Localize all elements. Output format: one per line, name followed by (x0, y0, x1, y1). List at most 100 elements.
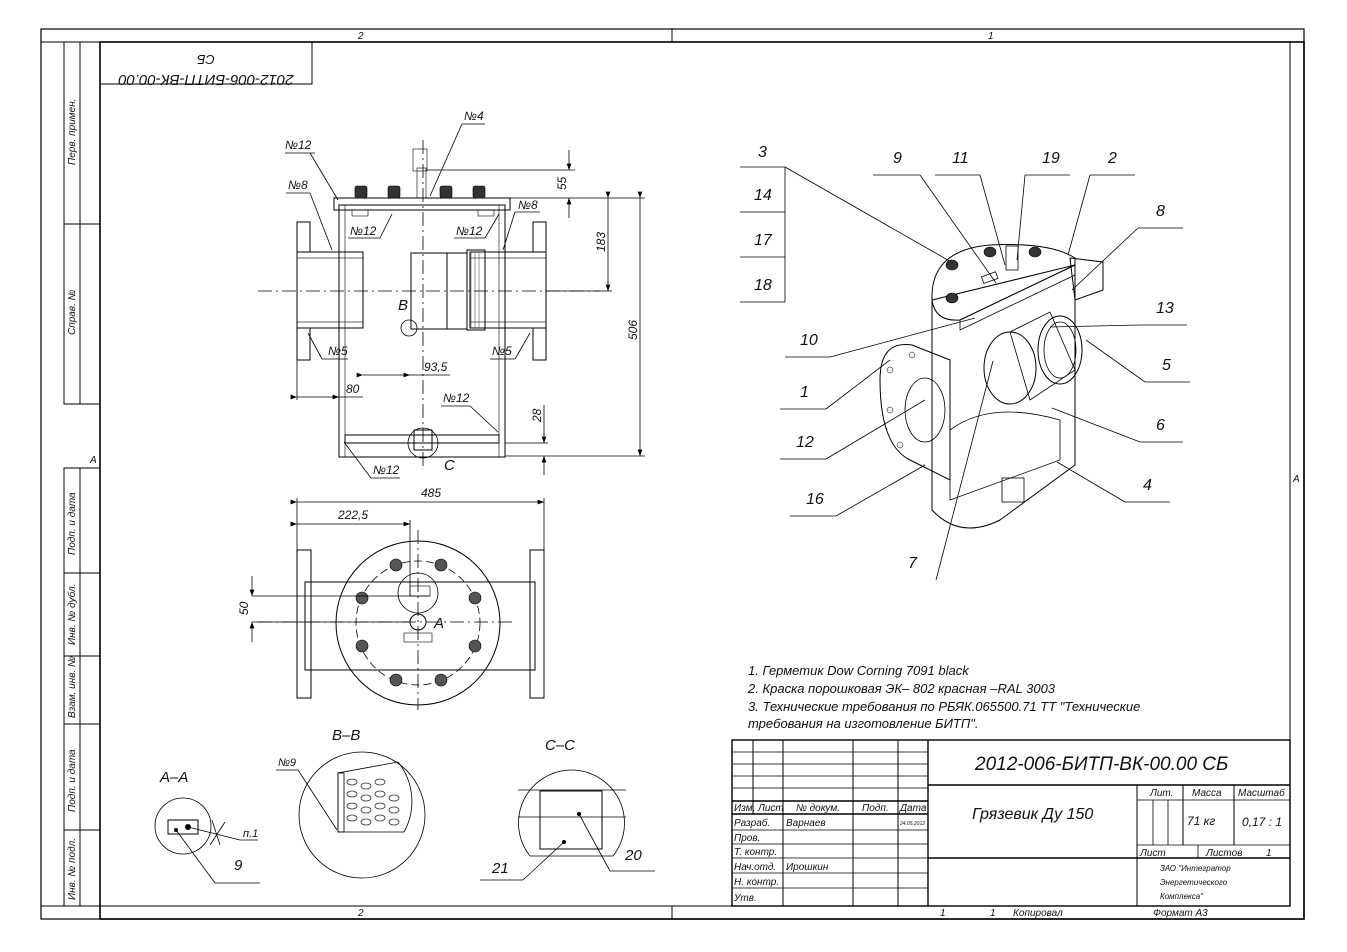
pos-17: 17 (754, 232, 773, 249)
detail-aa-title: A–A (159, 769, 188, 786)
leader-no4: №4 (464, 109, 484, 123)
hdr-sign: Подп. (862, 803, 889, 814)
iso-positions-table: 3 14 17 18 (740, 144, 954, 303)
mass-value: 71 кг (1187, 814, 1215, 828)
detail-bb: B–B №9 (276, 727, 426, 879)
role-t-kontr: Т. контр. (734, 847, 777, 858)
scale-value: 0,17 : 1 (1242, 815, 1282, 829)
left-flange-top (296, 221, 311, 253)
detail-aa: A–A п.1 9 (154, 769, 260, 884)
top-view: 485 222,5 50 A (237, 486, 545, 710)
front-dimensions: 55 183 506 93,5 80 28 (290, 150, 645, 475)
role-utv: Утв. (733, 893, 757, 904)
zone-top-right: 1 (988, 31, 994, 42)
stamp-inv-podl: Инв. № подл. (67, 838, 78, 900)
callout-6: 6 (1156, 417, 1165, 434)
stamp-vzam-inv: Взам. инв. № (67, 656, 78, 718)
zone-left: A (89, 455, 97, 466)
sheets-label: Листов (1205, 848, 1242, 859)
doc-code: 2012-006-БИТП-ВК-00.00 СБ (974, 754, 1228, 775)
zone-bottom-left: 2 (357, 908, 364, 919)
front-leaders: №4 №12 №8 №12 №12 №8 №5 №5 №12 №12 (285, 109, 540, 479)
zone-top-left: 2 (357, 31, 364, 42)
pos-3: 3 (758, 144, 767, 161)
copied-label: Копировал (1013, 908, 1063, 919)
left-pipe (296, 251, 364, 329)
detail-bb-title: B–B (332, 727, 360, 744)
dim-506: 506 (626, 320, 640, 340)
section-mark-a: A (433, 615, 444, 632)
stamp-perv-primen: Перв. примен. (67, 99, 78, 165)
callout-9: 9 (893, 150, 902, 167)
stamp-podp-data-1: Подп. и дата (67, 492, 78, 555)
detail-bb-leader: №9 (278, 757, 296, 769)
zone-right: A (1292, 474, 1300, 485)
front-section-view: №4 №12 №8 №12 №12 №8 №5 №5 №12 №12 (258, 109, 645, 479)
iso-left-flange (879, 343, 951, 481)
callout-11: 11 (952, 150, 969, 167)
inner-frame (99, 41, 1305, 920)
detail-aa-note: п.1 (243, 828, 258, 840)
iso-callouts: 9 11 19 2 8 13 5 10 1 12 16 6 4 (780, 150, 1190, 581)
callout-19: 19 (1042, 150, 1060, 167)
role-n-kontr: Н. контр. (734, 877, 779, 888)
sheet-label: Лист (1139, 848, 1166, 859)
leader-no5-left: №5 (328, 344, 348, 358)
detail-cc-pos-20: 20 (624, 847, 642, 864)
stamp-inv-dubl: Инв. № дубл. (66, 584, 78, 646)
leader-no5-right: №5 (492, 344, 512, 358)
zone-bottom-right: 1 (940, 908, 946, 919)
right-flange-bottom (532, 327, 547, 361)
leader-no12-d: №12 (443, 391, 470, 405)
section-mark-b: B (398, 297, 408, 314)
callout-13: 13 (1156, 300, 1174, 317)
hdr-date: Дата (899, 803, 927, 814)
leader-no12-b: №12 (350, 224, 377, 238)
callout-7: 7 (908, 555, 918, 572)
dim-50: 50 (237, 601, 251, 615)
role-nach-otd: Нач.отд. (734, 862, 776, 873)
note-3: 3. Технические требования по РБЯК.065500… (748, 699, 1140, 714)
mirrored-code-box: 2012-006-БИТП-ВК-00.00 СБ (99, 41, 313, 88)
bottom-plate (344, 434, 500, 444)
role-razrab: Разраб. (734, 817, 770, 829)
dim-485: 485 (421, 486, 441, 500)
leader-no8-left: №8 (288, 178, 308, 192)
section-mark-c: C (444, 457, 455, 474)
leader-no12-c: №12 (456, 224, 483, 238)
callout-2: 2 (1107, 150, 1117, 167)
hdr-doc-no: № докум. (796, 803, 840, 814)
hdr-list: Лист (757, 803, 784, 814)
callout-10: 10 (800, 332, 818, 349)
detail-cc-pos-21: 21 (491, 860, 509, 877)
leader-no8-right: №8 (518, 198, 538, 212)
top-bolts (355, 558, 482, 687)
mass-label: Масса (1192, 788, 1222, 799)
org-line-3: Комплекса" (1160, 892, 1204, 901)
mirrored-code-suffix: СБ (197, 52, 215, 67)
org-line-2: Энергетического (1160, 878, 1228, 887)
dim-183: 183 (594, 232, 608, 252)
note-2: 2. Краска порошковая ЭК– 802 красная –RA… (747, 681, 1056, 696)
name-nach-otd: Ирошкин (786, 862, 829, 873)
format-label: Формат А3 (1153, 908, 1208, 919)
detail-cc-title: C–C (545, 737, 575, 754)
stamp-podp-data-2: Подп. и дата (67, 749, 78, 812)
lit-label: Лит. (1149, 788, 1173, 799)
top-left-flange (296, 549, 312, 699)
callout-4: 4 (1143, 477, 1152, 494)
iso-view: 3 14 17 18 9 11 19 2 8 13 5 10 1 1 (740, 144, 1190, 581)
drain-bushing (539, 790, 603, 850)
technical-notes: 1. Герметик Dow Corning 7091 black 2. Кр… (747, 663, 1140, 731)
dim-93-5: 93,5 (424, 360, 448, 374)
callout-12: 12 (796, 434, 814, 451)
name-razrab: Варнаев (786, 818, 826, 829)
callout-16: 16 (806, 491, 824, 508)
top-pipe (304, 581, 536, 671)
pos-18: 18 (754, 277, 772, 294)
top-right-flange (529, 549, 545, 699)
callout-5: 5 (1162, 357, 1171, 374)
body-cylinder (338, 204, 506, 458)
product-name: Грязевик Ду 150 (972, 806, 1093, 823)
